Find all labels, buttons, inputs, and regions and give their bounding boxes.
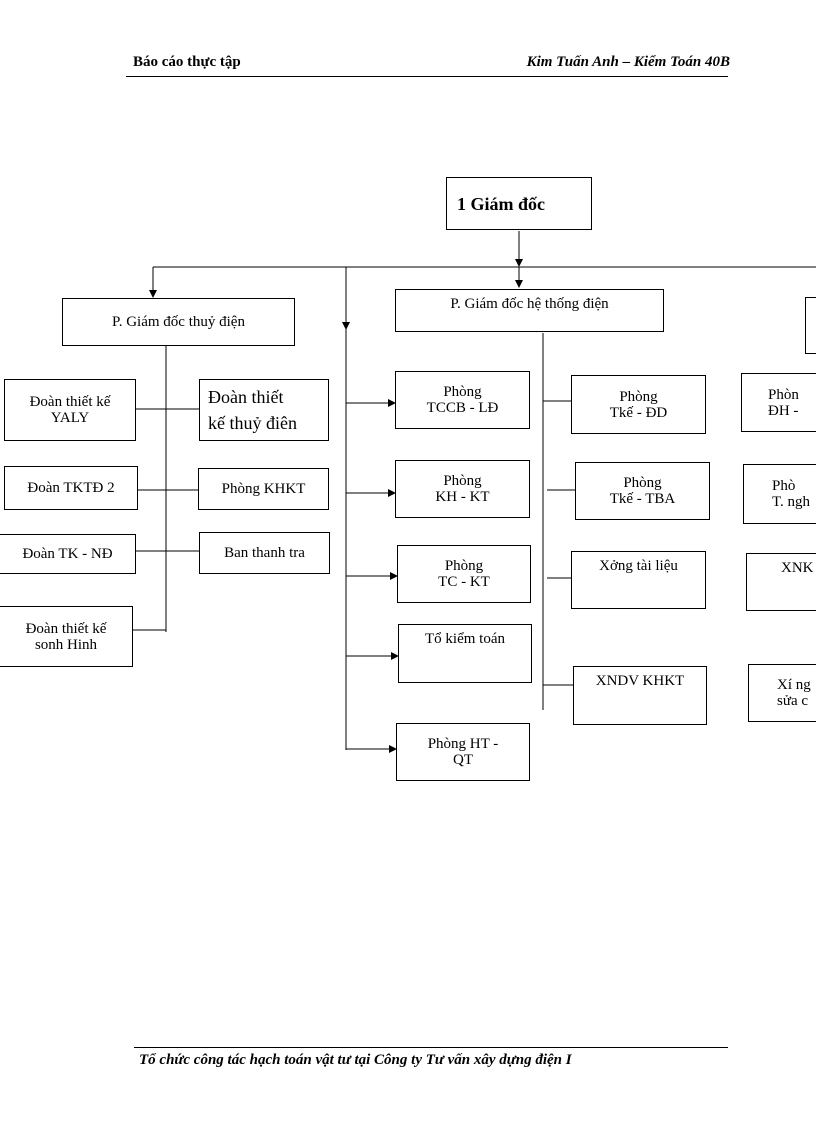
unit-label-line1: Phòng (623, 475, 662, 491)
cut-unit-box: Xí ng sửa c (748, 664, 816, 722)
staff-dept-box: Phòng TC - KT (397, 545, 531, 603)
grid-unit-box: Phòng Tkế - ĐD (571, 375, 706, 434)
header-rule (126, 76, 728, 77)
unit-label-line1: Phòn (768, 386, 799, 403)
cut-unit-box: Phòn ĐH - (741, 373, 816, 432)
grid-deputy-box: P. Giám đốc hệ thống điện (395, 289, 664, 332)
unit-label-line1: Xởng tài liệu (599, 558, 678, 574)
unit-label-line2: TCCB - LĐ (426, 400, 499, 416)
unit-label-line1: Đoàn thiết kế (25, 620, 107, 637)
unit-label-line2: sonh Hinh (34, 636, 98, 653)
hydro-unit-box: Đoàn TKTĐ 2 (4, 466, 138, 510)
unit-label-line1: Đoàn TKTĐ 2 (27, 480, 115, 496)
unit-label-line1: Phòng (619, 388, 658, 405)
unit-label-line2: T. ngh (772, 494, 811, 510)
unit-label-line1: Tổ kiểm toán (425, 631, 505, 647)
unit-label-line1: Phòng (443, 384, 482, 400)
unit-label-line1: Phò (772, 478, 796, 494)
unit-label-line1: Đoàn thiết (208, 387, 284, 407)
unit-label-line2: sửa c (777, 693, 809, 709)
director-label: 1 Giám đốc (457, 193, 545, 214)
staff-dept-box: Phòng TCCB - LĐ (395, 371, 530, 429)
hydro-deputy-box: P. Giám đốc thuỷ điện (62, 298, 295, 346)
report-header-title: Báo cáo thực tập (133, 54, 241, 70)
cut-unit-box: Phò T. ngh (743, 464, 816, 524)
hydro-unit-box: Phòng KHKT (198, 468, 329, 510)
unit-label-line1: Phòng HT - (427, 736, 499, 752)
unit-label-line1: Ban thanh tra (224, 545, 305, 561)
staff-dept-box: Phòng HT - QT (396, 723, 530, 781)
grid-unit-box: Xởng tài liệu (571, 551, 706, 609)
report-header-author: Kim Tuấn Anh – Kiểm Toán 40B (526, 54, 730, 70)
grid-unit-box: Phòng Tkế - TBA (575, 462, 710, 520)
hydro-unit-box: Đoàn thiết kế YALY (4, 379, 136, 441)
unit-label-line2: Tkế - ĐD (609, 404, 668, 421)
grid-unit-box: XNDV KHKT (573, 666, 707, 725)
footer-rule (134, 1047, 728, 1048)
hydro-unit-box: Đoàn thiết kế thuỷ điên (199, 379, 329, 441)
unit-label-line1: Phòng (443, 473, 482, 489)
unit-label-line1: XNDV KHKT (595, 673, 685, 689)
staff-dept-box: Tổ kiểm toán (398, 624, 532, 683)
director-box: 1 Giám đốc (446, 177, 592, 230)
report-footer: Tổ chức công tác hạch toán vật tư tại Cô… (139, 1052, 572, 1068)
unit-label-line1: Phòng (444, 558, 484, 574)
unit-label-line2: KH - KT (435, 489, 490, 505)
unit-label-line1: Xí ng (777, 677, 811, 693)
grid-deputy-label: P. Giám đốc hệ thống điện (450, 296, 609, 312)
unit-label-line2: TC - KT (438, 574, 490, 590)
unit-label-line1: Đoàn TK - NĐ (22, 546, 113, 562)
third-deputy-box-partial (805, 297, 816, 354)
unit-label-line2: kế thuỷ điên (208, 413, 297, 433)
hydro-unit-box: Đoàn thiết kế sonh Hinh (0, 606, 133, 667)
unit-label-line1: Đoàn thiết kế (29, 394, 111, 410)
unit-label-line2: ĐH - (768, 402, 799, 419)
cut-unit-box: XNK (746, 553, 816, 611)
unit-label-line1: Phòng KHKT (221, 481, 306, 497)
hydro-deputy-label: P. Giám đốc thuỷ điện (112, 314, 245, 330)
unit-label-line2: QT (453, 752, 473, 768)
staff-dept-box: Phòng KH - KT (395, 460, 530, 518)
hydro-unit-box: Đoàn TK - NĐ (0, 534, 136, 574)
hydro-unit-box: Ban thanh tra (199, 532, 330, 574)
unit-label-line2: Tkế - TBA (609, 491, 676, 507)
unit-label-line2: YALY (50, 410, 90, 426)
unit-label-line1: XNK (781, 560, 814, 576)
